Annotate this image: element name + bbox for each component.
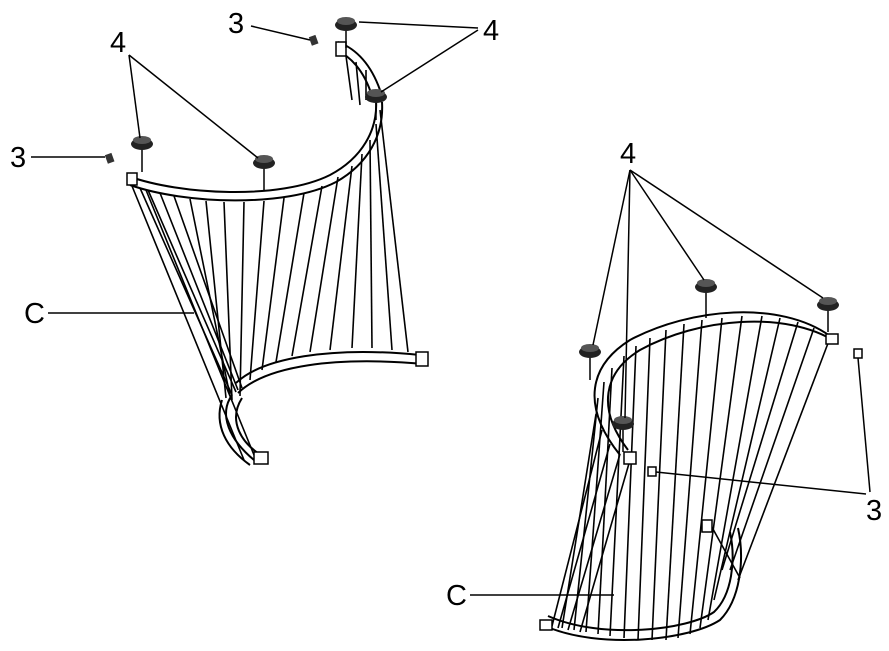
left-foot-pad-4 (365, 89, 387, 120)
left-label-c: C (24, 298, 45, 330)
left-end-cap-2 (104, 152, 115, 164)
right-end-cap-2 (647, 466, 657, 477)
right-foot-pad-2 (695, 279, 717, 318)
right-label-4: 4 (620, 138, 636, 170)
left-label-4b: 4 (483, 15, 499, 47)
left-label-3b: 3 (10, 142, 26, 174)
left-label-4a: 4 (110, 27, 126, 59)
left-end-cap-1 (308, 34, 319, 46)
right-foot-pad-4 (612, 416, 634, 452)
right-foot-pad-1 (579, 344, 601, 380)
right-label-3: 3 (866, 495, 882, 527)
left-foot-pad-3 (335, 17, 357, 48)
left-label-3a: 3 (228, 8, 244, 40)
left-frame-c (126, 41, 429, 466)
left-foot-pad-1 (131, 136, 153, 172)
right-end-cap-1 (853, 348, 863, 359)
left-foot-pad-2 (253, 155, 275, 190)
right-foot-pad-3 (817, 297, 839, 332)
right-label-c: C (446, 580, 467, 612)
right-leader-lines (470, 169, 871, 596)
left-leader-lines (31, 21, 479, 314)
right-frame-c (539, 311, 839, 642)
